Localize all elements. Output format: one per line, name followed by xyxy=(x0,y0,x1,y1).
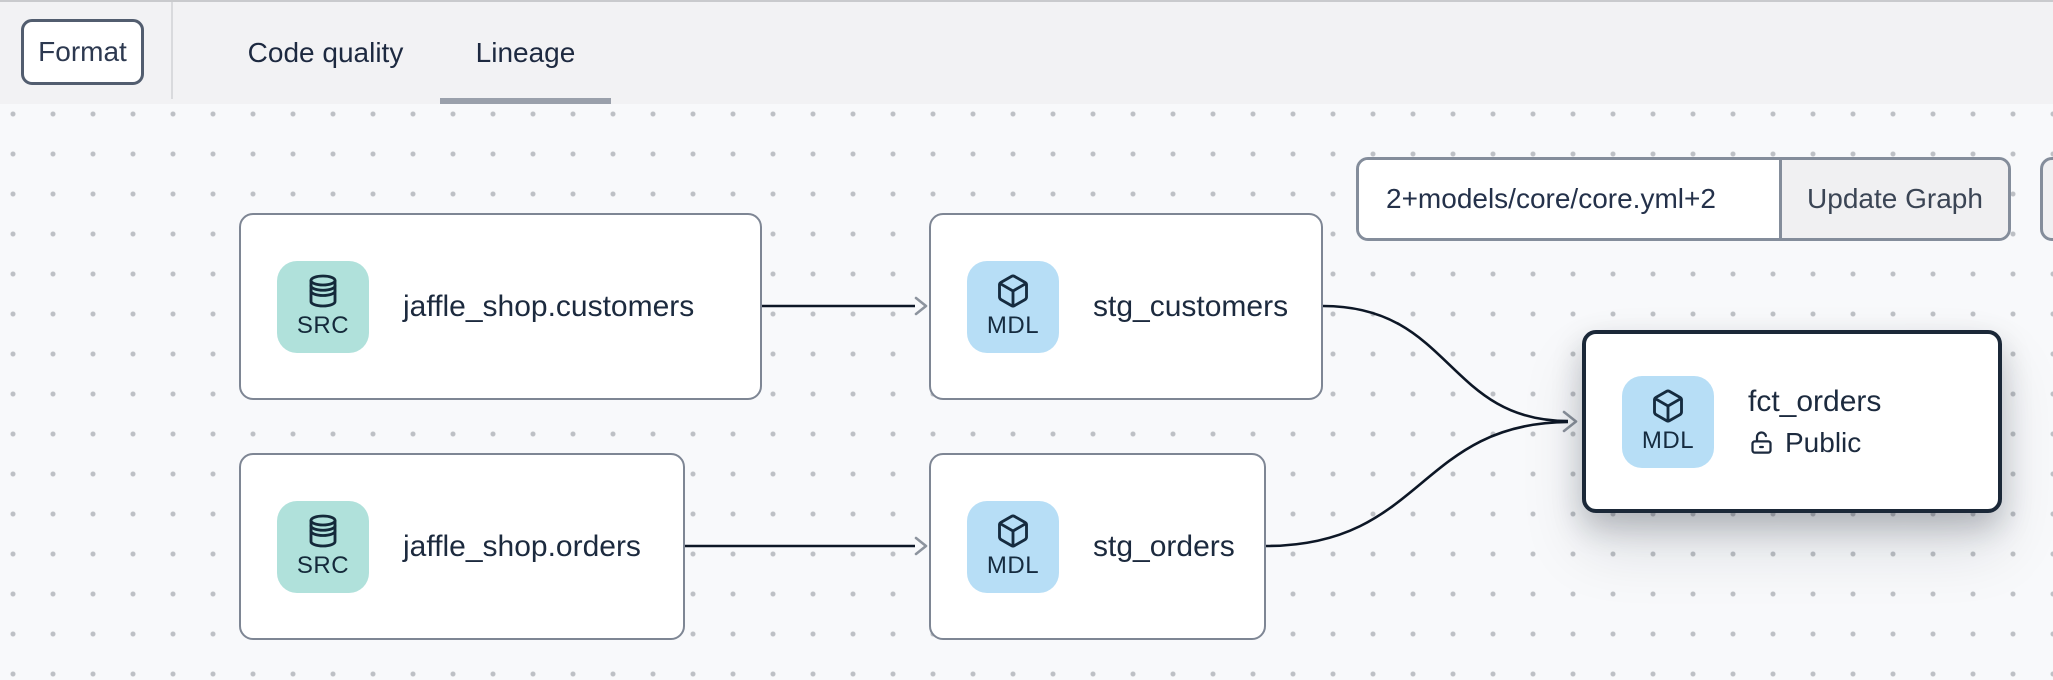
graph-controls: Update Graph xyxy=(1356,157,2011,241)
panel-header: Format Code quality Lineage xyxy=(0,0,2053,104)
header-divider xyxy=(171,2,173,99)
badge-label: MDL xyxy=(986,312,1040,339)
database-icon xyxy=(309,274,337,308)
access-row: Public xyxy=(1748,427,1881,459)
database-icon xyxy=(309,514,337,548)
update-graph-button[interactable]: Update Graph xyxy=(1779,160,2008,238)
node-text: fct_orders Public xyxy=(1748,385,1881,459)
node-title: stg_orders xyxy=(1093,529,1235,563)
node-fct-orders[interactable]: MDL fct_orders Public xyxy=(1582,330,2002,513)
cube-icon xyxy=(998,514,1028,548)
overflow-button[interactable] xyxy=(2040,157,2053,241)
node-title: stg_customers xyxy=(1093,289,1289,323)
lock-open-icon xyxy=(1751,431,1772,454)
tab-code-quality[interactable]: Code quality xyxy=(247,37,404,68)
node-stg-customers[interactable]: MDL stg_customers xyxy=(929,213,1323,400)
badge-label: MDL xyxy=(986,552,1040,579)
model-badge: MDL xyxy=(967,260,1059,353)
badge-label: MDL xyxy=(1641,427,1695,454)
access-label: Public xyxy=(1785,426,1862,458)
node-title: jaffle_shop.orders xyxy=(403,529,641,563)
source-badge: SRC xyxy=(277,260,369,353)
model-badge: MDL xyxy=(1622,375,1714,468)
model-badge: MDL xyxy=(967,500,1059,593)
node-title: jaffle_shop.customers xyxy=(403,289,695,323)
node-jaffle-shop-orders[interactable]: SRC jaffle_shop.orders xyxy=(239,453,685,640)
node-stg-orders[interactable]: MDL stg_orders xyxy=(929,453,1266,640)
node-title: fct_orders xyxy=(1748,384,1882,418)
source-badge: SRC xyxy=(277,500,369,593)
tab-lineage[interactable]: Lineage xyxy=(440,2,611,104)
cube-icon xyxy=(1653,389,1683,423)
node-jaffle-shop-customers[interactable]: SRC jaffle_shop.customers xyxy=(239,213,762,400)
cube-icon xyxy=(998,274,1028,308)
selector-input[interactable] xyxy=(1359,160,1779,238)
format-button[interactable]: Format xyxy=(21,19,144,85)
badge-label: SRC xyxy=(296,312,350,339)
badge-label: SRC xyxy=(296,552,350,579)
